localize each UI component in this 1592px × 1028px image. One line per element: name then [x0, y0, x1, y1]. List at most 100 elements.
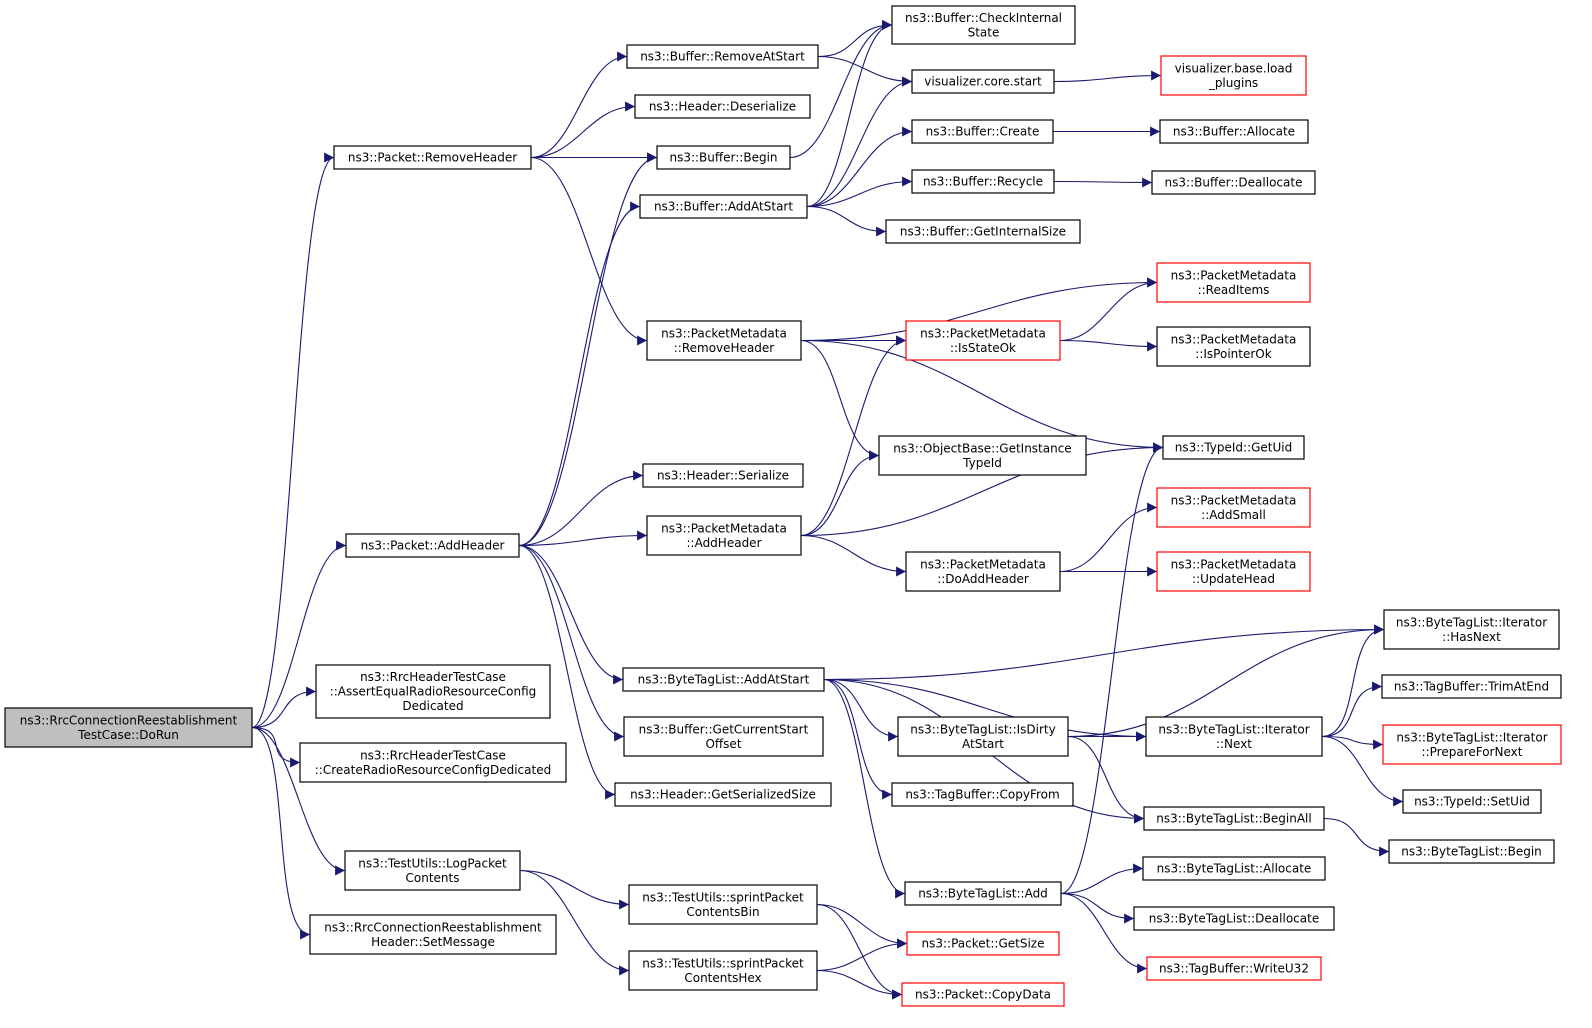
node-add-header[interactable]: ns3::Packet::AddHeader: [345, 533, 520, 558]
node-label-line: ns3::RrcHeaderTestCase: [360, 748, 506, 762]
node-buffer-begin[interactable]: ns3::Buffer::Begin: [656, 145, 791, 170]
node-iter-next[interactable]: ns3::ByteTagList::Iterator::Next: [1145, 716, 1323, 757]
edge-arrow: [1321, 624, 1385, 738]
node-label-line: ns3::Buffer::Recycle: [923, 175, 1043, 189]
node-label-line: ns3::ByteTagList::Deallocate: [1149, 912, 1319, 926]
node-btl-add-at-start[interactable]: ns3::ByteTagList::AddAtStart: [622, 667, 825, 692]
node-box: [345, 533, 520, 558]
edge-arrow: [806, 205, 887, 237]
node-btl-add[interactable]: ns3::ByteTagList::Add: [904, 881, 1062, 906]
edge-arrow: [1323, 817, 1390, 857]
node-box: [656, 145, 791, 170]
node-get-internal-size[interactable]: ns3::Buffer::GetInternalSize: [885, 219, 1081, 244]
node-box: [333, 145, 532, 170]
node-do-run[interactable]: ns3::RrcConnectionReestablishmentTestCas…: [4, 707, 253, 748]
node-tb-trim-at-end[interactable]: ns3::TagBuffer::TrimAtEnd: [1381, 674, 1562, 699]
node-btl-allocate[interactable]: ns3::ByteTagList::Allocate: [1142, 856, 1326, 881]
node-packet-copy-data[interactable]: ns3::Packet::CopyData: [901, 982, 1065, 1007]
node-pm-update-head[interactable]: ns3::PacketMetadata::UpdateHead: [1156, 551, 1311, 592]
node-box: [1162, 435, 1305, 460]
edge-btl-add-to-btl-deallocate: [1060, 892, 1135, 924]
node-label-line: ns3::TypeId::GetUid: [1175, 441, 1293, 455]
node-remove-at-start[interactable]: ns3::Buffer::RemoveAtStart: [626, 44, 819, 69]
node-label-line: ns3::Buffer::Begin: [669, 151, 777, 165]
node-btl-deallocate[interactable]: ns3::ByteTagList::Deallocate: [1133, 906, 1335, 931]
edge-arrow: [800, 442, 1164, 537]
node-label-line: ::CreateRadioResourceConfigDedicated: [315, 763, 551, 777]
node-label-line: Header::SetMessage: [371, 935, 495, 949]
node-get-serialized-size[interactable]: ns3::Header::GetSerializedSize: [614, 782, 832, 807]
node-type-id-get-uid[interactable]: ns3::TypeId::GetUid: [1162, 435, 1305, 460]
node-box: [885, 219, 1081, 244]
edge-sprint-bin-to-packet-get-size: [816, 903, 908, 949]
node-buffer-create[interactable]: ns3::Buffer::Create: [911, 119, 1054, 144]
node-remove-header[interactable]: ns3::Packet::RemoveHeader: [333, 145, 532, 170]
node-label-line: ns3::TagBuffer::CopyFrom: [905, 788, 1059, 802]
node-type-id-set-uid[interactable]: ns3::TypeId::SetUid: [1402, 789, 1542, 814]
node-iter-has-next[interactable]: ns3::ByteTagList::Iterator::HasNext: [1383, 609, 1560, 650]
node-box: [344, 850, 521, 891]
edge-remove-header-to-remove-at-start: [530, 51, 628, 159]
node-layer: ns3::RrcConnectionReestablishmentTestCas…: [4, 5, 1562, 1007]
node-btl-begin[interactable]: ns3::ByteTagList::Begin: [1388, 839, 1555, 864]
node-label-line: ::IsStateOk: [950, 341, 1016, 355]
edge-btl-is-dirty-to-iter-has-next: [1067, 624, 1385, 738]
node-label-line: ns3::Packet::AddHeader: [361, 539, 505, 553]
node-btl-begin-all[interactable]: ns3::ByteTagList::BeginAll: [1143, 806, 1325, 831]
node-label-line: ns3::Buffer::AddAtStart: [654, 200, 793, 214]
node-box: [1133, 906, 1335, 931]
node-tb-copy-from[interactable]: ns3::TagBuffer::CopyFrom: [891, 782, 1074, 807]
node-label-line: ns3::PacketMetadata: [1171, 493, 1297, 507]
node-buffer-deallocate[interactable]: ns3::Buffer::Deallocate: [1151, 170, 1316, 195]
node-box: [901, 982, 1065, 1007]
node-packet-get-size[interactable]: ns3::Packet::GetSize: [906, 931, 1060, 956]
edge-btl-begin-all-to-btl-begin: [1323, 817, 1390, 857]
node-buffer-recycle[interactable]: ns3::Buffer::Recycle: [911, 169, 1055, 194]
node-set-message[interactable]: ns3::RrcConnectionReestablishmentHeader:…: [309, 914, 557, 955]
node-box: [646, 515, 802, 556]
node-pm-do-add-header[interactable]: ns3::PacketMetadata::DoAddHeader: [905, 551, 1061, 592]
node-buffer-allocate[interactable]: ns3::Buffer::Allocate: [1159, 119, 1309, 144]
node-box: [1156, 487, 1311, 528]
node-pm-is-state-ok[interactable]: ns3::PacketMetadata::IsStateOk: [905, 320, 1061, 361]
edge-do-run-to-set-message: [251, 726, 311, 940]
node-pm-add-small[interactable]: ns3::PacketMetadata::AddSmall: [1156, 487, 1311, 528]
edge-add-at-start-to-get-internal-size: [806, 205, 887, 237]
node-label-line: ::HasNext: [1442, 630, 1501, 644]
node-iter-prepare[interactable]: ns3::ByteTagList::Iterator::PrepareForNe…: [1382, 724, 1562, 765]
edge-iter-next-to-iter-prepare: [1321, 735, 1384, 750]
node-add-at-start[interactable]: ns3::Buffer::AddAtStart: [639, 194, 808, 219]
node-tb-write-u32[interactable]: ns3::TagBuffer::WriteU32: [1146, 956, 1322, 981]
node-pm-read-items[interactable]: ns3::PacketMetadata::ReadItems: [1156, 262, 1311, 303]
node-viz-core-start[interactable]: visualizer.core.start: [911, 69, 1055, 94]
node-label-line: ns3::RrcConnectionReestablishment: [20, 713, 238, 727]
node-viz-load-plugins[interactable]: visualizer.base.load_plugins: [1160, 55, 1307, 96]
edge-arrow: [800, 339, 1164, 453]
node-pm-is-pointer-ok[interactable]: ns3::PacketMetadata::IsPointerOk: [1156, 326, 1311, 367]
node-pm-add-header[interactable]: ns3::PacketMetadata::AddHeader: [646, 515, 802, 556]
node-box: [878, 435, 1087, 476]
node-assert-equal[interactable]: ns3::RrcHeaderTestCase::AssertEqualRadio…: [315, 664, 551, 719]
node-box: [646, 320, 802, 361]
node-box: [628, 950, 818, 991]
node-header-serialize[interactable]: ns3::Header::Serialize: [642, 463, 804, 488]
node-box: [628, 884, 818, 925]
edge-arrow: [1321, 681, 1383, 738]
node-label-line: ns3::ByteTagList::Add: [918, 887, 1048, 901]
node-create-radio[interactable]: ns3::RrcHeaderTestCase::CreateRadioResou…: [299, 742, 567, 783]
edge-pm-remove-header-to-type-id-get-uid: [800, 339, 1164, 453]
node-header-deserialize[interactable]: ns3::Header::Deserialize: [634, 94, 811, 119]
edge-layer: [251, 20, 1404, 1000]
node-box: [1402, 789, 1542, 814]
edge-arrow: [518, 544, 624, 685]
node-pm-remove-header[interactable]: ns3::PacketMetadata::RemoveHeader: [646, 320, 802, 361]
node-label-line: ns3::Buffer::Create: [926, 125, 1040, 139]
node-label-line: State: [968, 25, 1000, 39]
